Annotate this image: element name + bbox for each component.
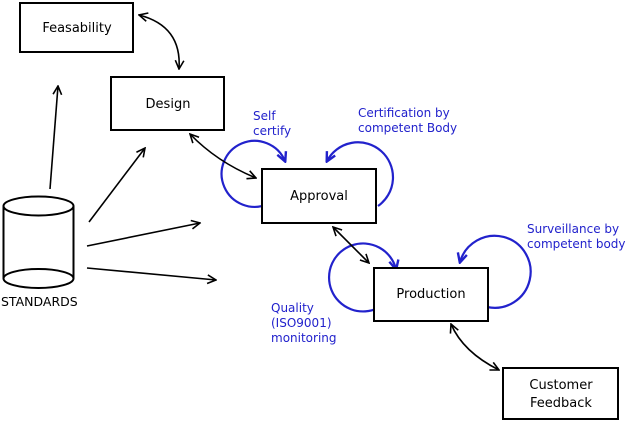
surveillance-line2: competent body: [527, 237, 626, 251]
self-certify-line2: certify: [253, 124, 291, 138]
arrow-standards-to-feasability: [49, 86, 58, 190]
certification-line1: Certification by: [358, 106, 450, 120]
approval-label: Approval: [290, 189, 348, 204]
cylinder-top-ellipse: [2, 195, 75, 217]
node-customer-feedback: Customer Feedback: [502, 367, 619, 420]
surveillance-loop-arrow: [460, 234, 532, 309]
standards-cylinder: STANDARDS: [1, 195, 78, 309]
black-arrows: [49, 15, 499, 370]
nodes: Feasability Design Approval Production C…: [1, 2, 619, 420]
arrow-standards-to-design: [88, 148, 145, 223]
arrow-approval-production: [333, 227, 369, 263]
self-certify-label: Self certify: [253, 109, 291, 138]
customer-feedback-box: [502, 367, 619, 420]
arrow-design-approval: [190, 134, 256, 178]
approval-box: [261, 168, 377, 224]
design-box: [110, 76, 225, 131]
certification-label: Certification by competent Body: [358, 106, 457, 135]
arrow-production-customer-feedback: [451, 324, 499, 370]
node-design: Design: [110, 76, 225, 131]
quality-line3: monitoring: [271, 331, 337, 345]
customer-feedback-label-line2: Feedback: [530, 396, 592, 411]
production-box: [373, 267, 489, 322]
arrow-feasability-design: [139, 15, 179, 69]
node-approval: Approval: [261, 168, 377, 224]
design-label: Design: [146, 97, 191, 112]
quality-line1: Quality: [271, 301, 314, 315]
standards-label: STANDARDS: [1, 294, 78, 309]
node-production: Production: [373, 267, 489, 322]
certification-loop-arrow: [327, 141, 395, 207]
arrow-standards-to-approval: [86, 223, 200, 247]
quality-line2: (ISO9001): [271, 316, 332, 330]
arrow-standards-to-production: [86, 267, 216, 280]
feasability-label: Feasability: [42, 21, 112, 36]
self-certify-line1: Self: [253, 109, 276, 123]
production-label: Production: [396, 287, 465, 302]
quality-monitoring-label: Quality (ISO9001) monitoring: [271, 301, 337, 345]
surveillance-label: Surveillance by competent body: [527, 222, 626, 251]
annotations: Self certify Certification by competent …: [253, 106, 626, 345]
feasability-box: [19, 2, 134, 53]
certification-line2: competent Body: [358, 121, 457, 135]
cylinder-bottom-ellipse: [2, 268, 75, 289]
customer-feedback-label-line1: Customer: [529, 378, 593, 393]
surveillance-line1: Surveillance by: [527, 222, 619, 236]
node-feasability: Feasability: [19, 2, 134, 53]
